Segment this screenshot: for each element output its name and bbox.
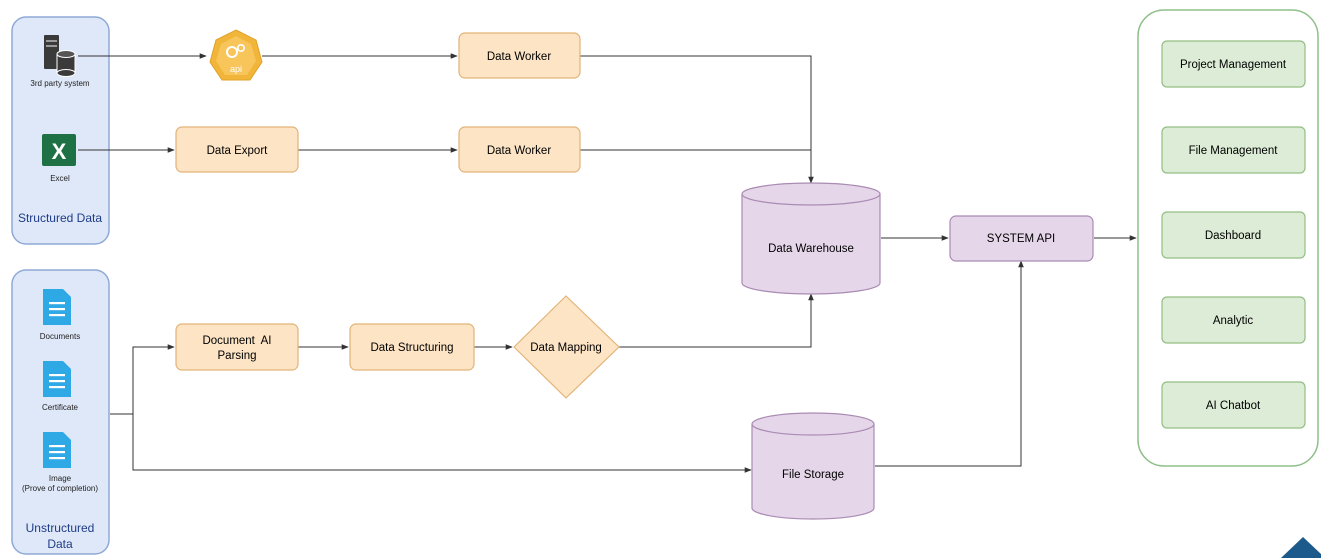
app-file-management: File Management [1161, 126, 1306, 174]
image-document-icon [43, 432, 71, 468]
certificate-document-icon [43, 361, 71, 397]
svg-text:Data Worker: Data Worker [487, 145, 552, 157]
svg-text:Data Worker: Data Worker [487, 51, 552, 63]
data-worker-node-1: Data Worker [458, 32, 581, 79]
connectors [78, 53, 1137, 473]
server-database-icon [44, 35, 76, 77]
svg-text:Project Management: Project Management [1180, 59, 1287, 71]
certificate-label: Certificate [42, 403, 79, 412]
corner-accent-shape [1281, 537, 1321, 558]
svg-text:Data Structuring: Data Structuring [370, 342, 453, 354]
documents-label: Documents [40, 332, 80, 341]
system-api-node: SYSTEM API [949, 215, 1094, 262]
svg-text:Analytic: Analytic [1213, 315, 1254, 327]
data-worker-node-2: Data Worker [458, 126, 581, 173]
edge-trunk-to-file-storage [132, 414, 752, 473]
data-warehouse-node: Data Warehouse [741, 182, 881, 295]
excel-label: Excel [50, 174, 70, 183]
app-project-management: Project Management [1161, 40, 1306, 88]
svg-text:Parsing: Parsing [218, 350, 257, 362]
third-party-system-label: 3rd party system [30, 79, 89, 88]
image-label-subtitle: (Prove of completion) [22, 484, 98, 493]
svg-text:Data Warehouse: Data Warehouse [768, 243, 854, 255]
image-label: Image [49, 474, 72, 483]
svg-text:File Management: File Management [1189, 145, 1279, 157]
app-ai-chatbot: AI Chatbot [1161, 381, 1306, 429]
data-export-node: Data Export [175, 126, 299, 173]
svg-text:Document AI: Document AI [202, 335, 271, 347]
edge-trunk-to-docai [132, 344, 175, 414]
edge-file-storage-to-system-api [875, 260, 1024, 467]
app-analytic: Analytic [1161, 296, 1306, 344]
structured-data-group [11, 16, 110, 245]
document-icon [43, 289, 71, 325]
svg-text:AI Chatbot: AI Chatbot [1206, 400, 1261, 412]
unstructured-data-group [11, 269, 110, 555]
document-ai-parsing-node: Document AI Parsing [175, 323, 299, 371]
unstructured-data-label-line2: Data [47, 537, 73, 551]
data-mapping-node: Data Mapping [513, 295, 620, 399]
svg-text:SYSTEM API: SYSTEM API [987, 233, 1055, 245]
unstructured-data-label: Unstructured [26, 521, 95, 535]
api-badge-text: api [230, 64, 242, 74]
file-storage-node: File Storage [751, 412, 875, 520]
data-structuring-node: Data Structuring [349, 323, 475, 371]
structured-data-label: Structured Data [18, 211, 102, 225]
edge-worker-1-to-warehouse [580, 55, 814, 184]
svg-text:X: X [52, 139, 67, 164]
svg-text:Data Export: Data Export [207, 145, 269, 157]
edge-mapping-to-warehouse [619, 293, 814, 348]
app-dashboard: Dashboard [1161, 211, 1306, 259]
svg-text:Data Mapping: Data Mapping [530, 342, 602, 354]
svg-text:Dashboard: Dashboard [1205, 230, 1261, 242]
api-badge-icon: api [209, 29, 263, 81]
svg-text:File Storage: File Storage [782, 469, 844, 481]
excel-icon: X [42, 134, 76, 166]
